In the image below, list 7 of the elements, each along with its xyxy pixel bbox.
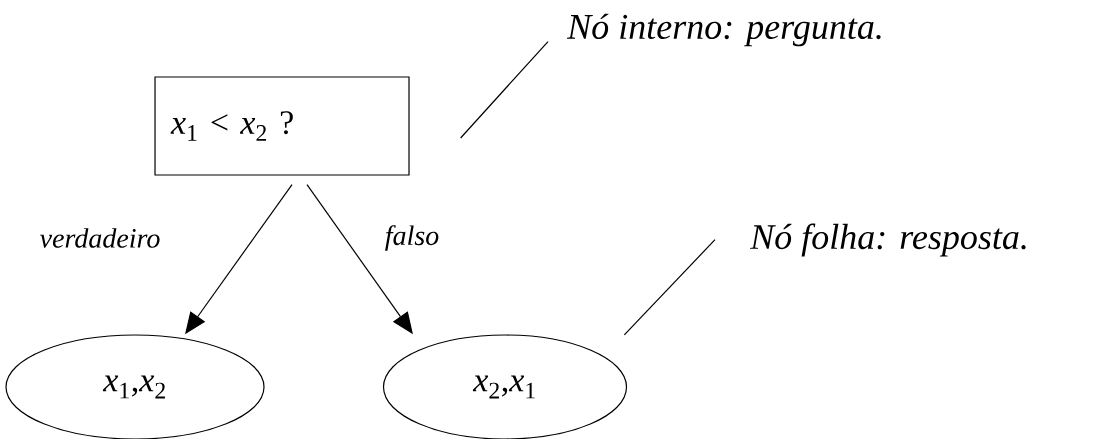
leader-line	[460, 40, 549, 139]
question-box: x$_{1}$ < x$_{2}$ ?	[154, 76, 410, 176]
annotation-text: Nó folha: resposta.	[749, 223, 1026, 257]
edge-label: verdadeiro	[38, 227, 162, 249]
annotation-text: Nó interno: pergunta.	[566, 13, 881, 47]
edge-label: falso	[383, 224, 441, 252]
leader-line	[623, 239, 716, 336]
